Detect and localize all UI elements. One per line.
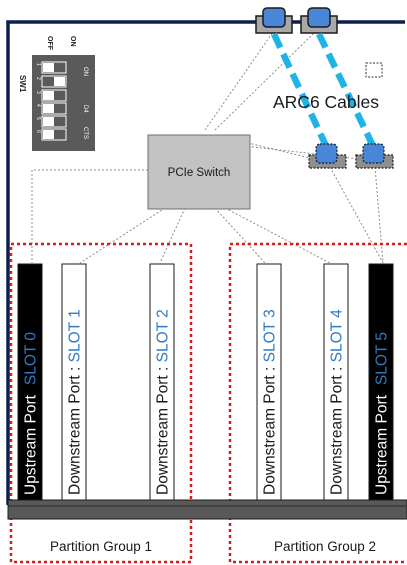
partition-group-1-label: Partition Group 1 [50,539,152,554]
slot-label: Downstream Port : SLOT 2 [155,309,172,495]
sw1-label: SW1 [18,75,27,93]
slot-port-text: Downstream Port [155,375,172,495]
sw1-side-label-d4: D4 [82,105,88,113]
slot-separator: : [262,362,279,375]
sw1-row-marker: 6 [35,130,41,133]
slot-label: Downstream Port : SLOT 4 [329,309,346,495]
slot-card [61,263,87,501]
dip-switch-toggle [43,104,54,113]
sw1-row-marker: 3 [35,91,41,94]
slot-number-text: SLOT 5 [374,332,391,385]
top-connector-left [255,7,293,34]
slot-label: Upstream Port SLOT 5 [374,332,391,495]
sw1-row-marker: 5 [35,117,41,120]
slot-0: Upstream Port SLOT 0 [17,263,43,501]
slot-number-text: SLOT 4 [329,309,346,363]
sw1-row-marker: 4 [35,104,41,107]
pcie-switch-label: PCIe Switch [168,167,231,179]
slot-port-text: Upstream Port [374,394,391,495]
slot-card [368,263,394,501]
sw1-on-label: ON [69,36,76,47]
slot-4: Downstream Port : SLOT 4 [323,263,349,501]
sw1-row-marker: 1 [35,63,41,66]
dip-switch-toggle [54,77,65,86]
connection-lines [31,31,384,264]
slot-card [17,263,43,501]
dip-switch-toggle [43,117,54,126]
slot-number-text: SLOT 2 [155,309,172,362]
slot-label: Downstream Port : SLOT 3 [262,309,279,495]
arc6-cables [271,32,377,150]
slot-card [149,263,175,501]
slot-separator: : [67,362,84,375]
board-base-bar [7,499,407,520]
slot-number-text: SLOT 0 [23,332,40,386]
slot-card [256,263,282,501]
sw1-side-label-on: ON [82,67,88,76]
partition-group-1-border [9,242,193,564]
slot-label: Downstream Port : SLOT 1 [67,309,84,495]
partition-group-2-label: Partition Group 2 [274,539,376,554]
pcie-switch: PCIe Switch [147,134,251,210]
slot-port-text: Downstream Port [329,375,346,495]
slot-label: Upstream Port SLOT 0 [23,332,40,495]
slot-card [323,263,349,501]
sw1-side-label-cts: CTS [82,127,88,139]
placeholder-box [365,62,383,78]
slot-1: Downstream Port : SLOT 1 [61,263,87,501]
slot-separator: : [155,362,172,375]
slot-port-text: Upstream Port [23,394,40,495]
sw1-off-label: OFF [46,36,53,51]
sw1-row-marker: 2 [35,77,41,80]
slot-number-text: SLOT 3 [262,309,279,362]
cable-end-connector-right [355,143,394,169]
slot-port-text: Downstream Port [262,375,279,495]
slot-port-text: Downstream Port [67,375,84,495]
dip-switch-toggle [43,91,54,100]
slot-number-text: SLOT 1 [67,309,84,362]
top-connector-right [300,7,338,34]
slot-2: Downstream Port : SLOT 2 [149,263,175,501]
slot-5: Upstream Port SLOT 5 [368,263,394,501]
cable-end-connector-left [308,143,347,169]
partition-group-2-border [228,242,407,564]
slot-separator: : [329,362,346,375]
slot-3: Downstream Port : SLOT 3 [256,263,282,501]
dip-switch-sw1: SW1 OFF ON 1 2 3 4 5 6 ON D4 CTS [18,36,95,151]
dip-switch-toggle [43,63,54,72]
arc6-cables-label: ARC6 Cables [273,92,379,112]
dip-switch-toggle [43,130,54,139]
